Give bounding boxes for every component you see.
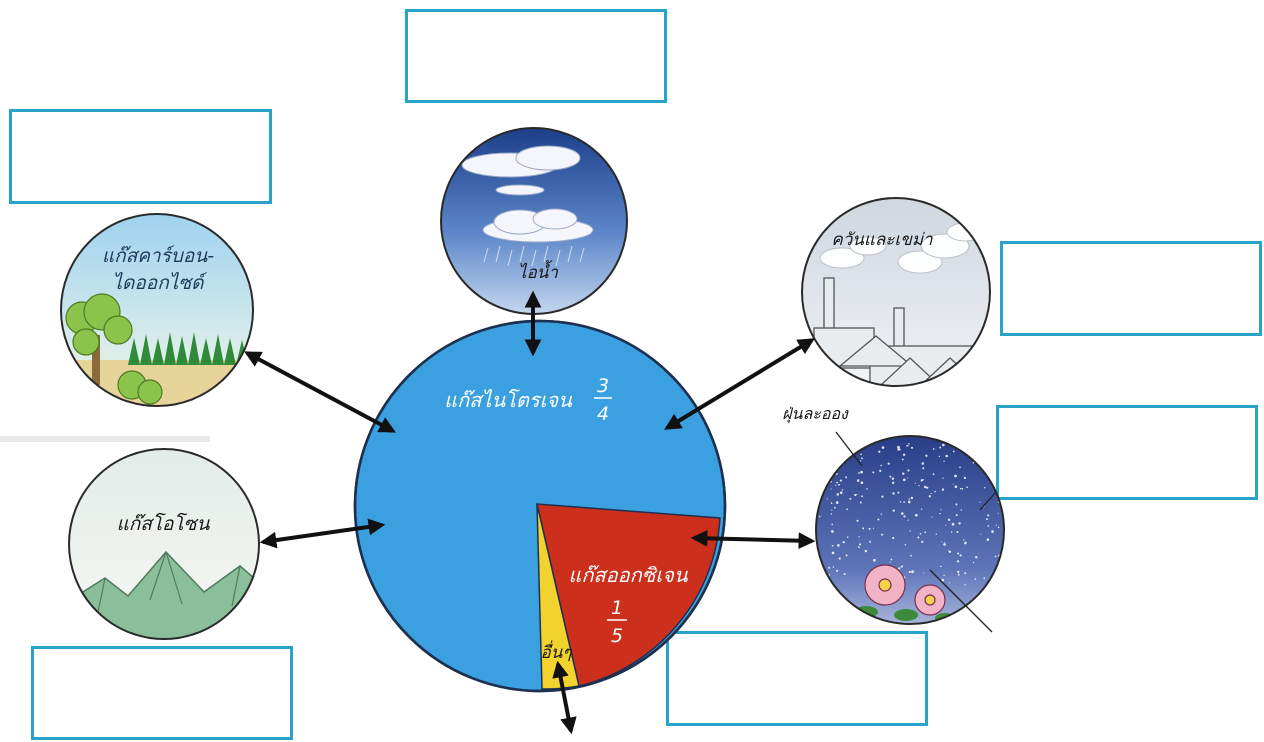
ozone-label: แก๊สโอโซน	[116, 512, 210, 535]
nitrogen-fraction-den: 4	[597, 403, 609, 425]
oxygen-fraction-den: 5	[611, 625, 623, 647]
answer-box-carbon-dioxide[interactable]	[9, 109, 272, 204]
smoke-soot-label: ควันและเขม่า	[831, 230, 933, 250]
dust-circle	[815, 435, 1005, 625]
answer-box-ozone[interactable]	[31, 646, 293, 740]
arrow-smoke-soot	[664, 338, 815, 430]
ozone-circle	[68, 448, 260, 640]
nitrogen-label: แก๊สไนโตรเจน	[444, 388, 573, 412]
nitrogen-fraction-num: 3	[597, 375, 609, 397]
composition-pie	[353, 319, 727, 693]
arrow-ozone	[259, 518, 386, 549]
others-label: อื่นๆ	[541, 640, 573, 663]
co2-label-line2: ไดออกไซด์	[112, 271, 207, 294]
water-vapor-label: ไอน้ำ	[518, 259, 558, 283]
oxygen-label: แก๊สออกซิเจน	[568, 563, 688, 587]
dust-box-pointer	[979, 491, 997, 511]
arrow-dust	[690, 529, 816, 550]
dust-label: ฝุ่นละออง	[782, 404, 849, 424]
smoke-soot-circle	[801, 197, 991, 387]
co2-label-line1: แก๊สคาร์บอน-	[102, 245, 214, 267]
arrows	[244, 290, 816, 735]
oxygen-fraction-num: 1	[611, 597, 623, 619]
dust-lower-pointer	[929, 569, 993, 633]
arrow-others	[552, 660, 577, 735]
dust-pointer-line	[835, 431, 863, 467]
arrow-co2	[244, 351, 396, 433]
answer-box-water-vapor[interactable]	[405, 9, 667, 103]
smudge	[0, 436, 210, 442]
water-vapor-circle	[440, 127, 628, 315]
carbon-dioxide-circle	[60, 213, 254, 407]
answer-box-dust[interactable]	[996, 405, 1258, 500]
answer-box-smoke-soot[interactable]	[1000, 241, 1262, 336]
answer-box-others[interactable]	[666, 631, 928, 726]
